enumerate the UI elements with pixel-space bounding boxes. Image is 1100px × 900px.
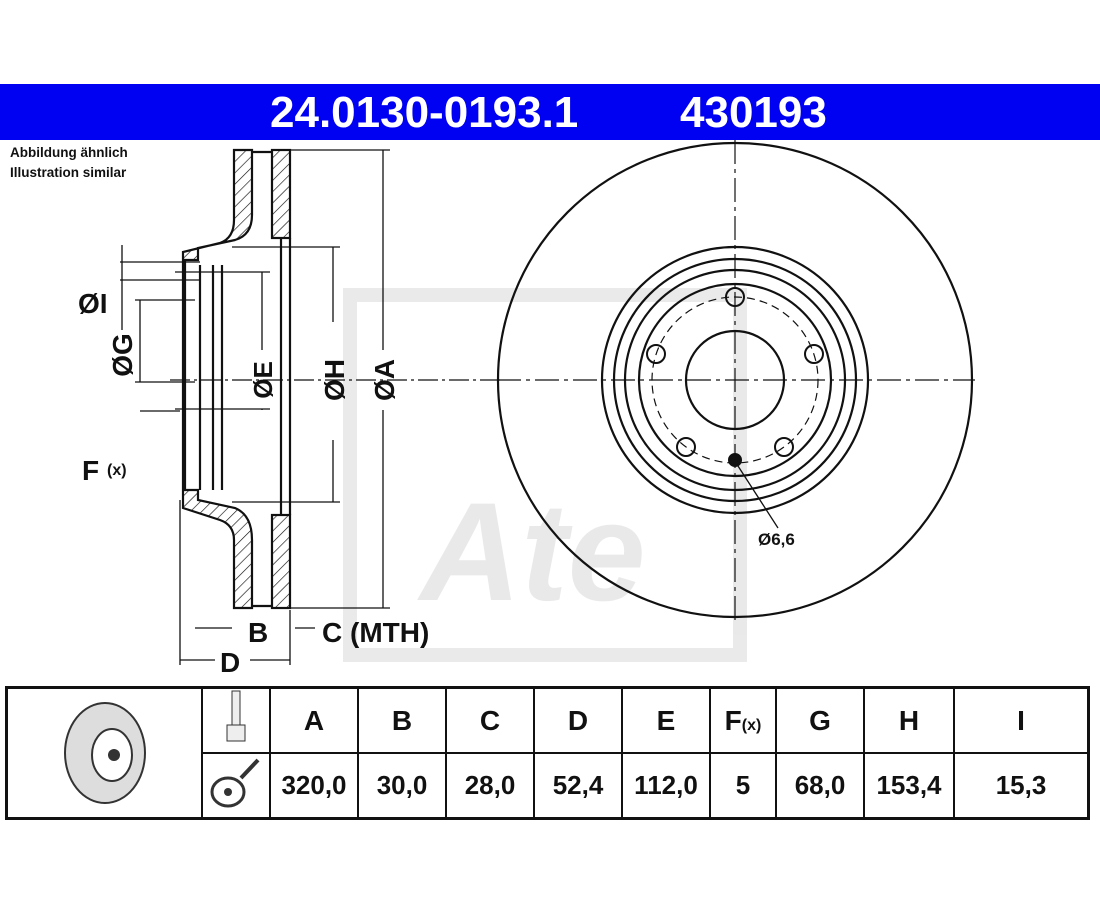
label-h: ØH <box>319 359 350 401</box>
label-d: D <box>220 647 240 678</box>
label-f-sub: (x) <box>107 462 127 479</box>
label-i: ØI <box>78 288 108 319</box>
header-c: C <box>445 686 535 754</box>
label-f: F <box>82 455 99 486</box>
bolt-icon <box>226 690 246 742</box>
svg-text:Ate: Ate <box>417 473 646 630</box>
article-number: 24.0130-0193.1 <box>270 88 579 137</box>
note-german: Abbildung ähnlich <box>10 145 128 160</box>
side-section-view <box>181 148 292 610</box>
value-i: 15,3 <box>953 752 1090 820</box>
short-number: 430193 <box>680 88 827 137</box>
label-b: B <box>248 617 268 648</box>
dimension-lines <box>120 149 500 665</box>
header-f-label: F <box>724 704 742 736</box>
header-f-sub: (x) <box>741 716 762 734</box>
header-a: A <box>269 686 359 754</box>
header-f: F(x) <box>709 686 777 754</box>
front-view <box>496 140 975 620</box>
label-g: ØG <box>107 333 138 377</box>
header-banner <box>0 84 1100 140</box>
note-english: Illustration similar <box>10 165 127 180</box>
label-hole-diameter: Ø6,6 <box>758 530 795 549</box>
wrench-disc-icon <box>210 758 260 808</box>
disc-thumbnail <box>5 686 202 820</box>
value-a: 320,0 <box>269 752 359 820</box>
header-e: E <box>621 686 711 754</box>
header-b: B <box>357 686 447 754</box>
bolt-holes <box>646 287 824 467</box>
value-f: 5 <box>709 752 777 820</box>
header-h: H <box>863 686 955 754</box>
brake-disc-icon <box>63 701 146 804</box>
label-a: ØA <box>369 359 400 401</box>
value-g: 68,0 <box>775 752 865 820</box>
dimensions-table: A B C D E F(x) G H I 320,0 30,0 28,0 52,… <box>5 686 1090 820</box>
label-c: C (MTH) <box>322 617 429 648</box>
value-b: 30,0 <box>357 752 447 820</box>
torque-icon-cell <box>201 752 271 820</box>
label-e: ØE <box>248 361 278 399</box>
value-h: 153,4 <box>863 752 955 820</box>
value-c: 28,0 <box>445 752 535 820</box>
header-i: I <box>953 686 1090 754</box>
bolt-icon-cell <box>201 686 271 754</box>
value-d: 52,4 <box>533 752 623 820</box>
value-e: 112,0 <box>621 752 711 820</box>
header-g: G <box>775 686 865 754</box>
header-d: D <box>533 686 623 754</box>
